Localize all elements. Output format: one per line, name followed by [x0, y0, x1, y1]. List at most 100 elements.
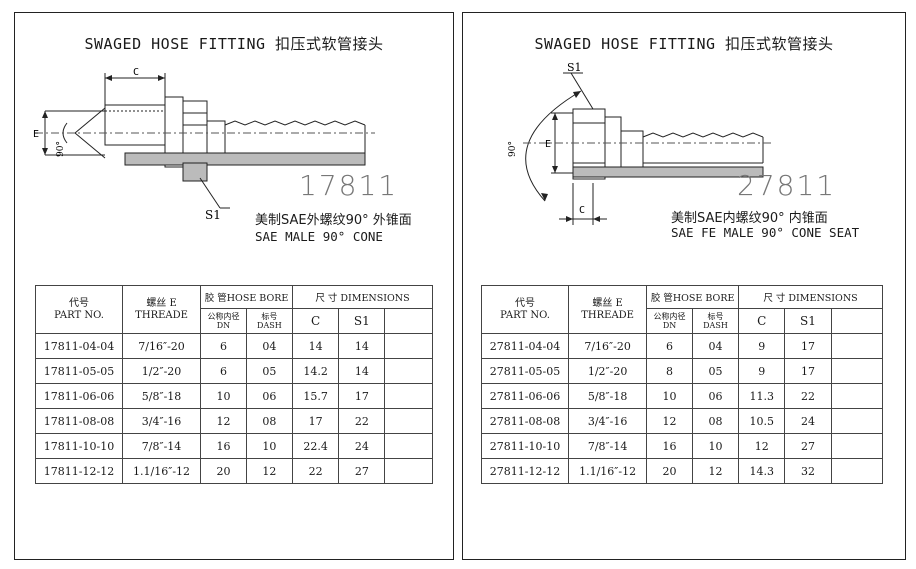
table-cell: 1/2″-20 — [121, 358, 202, 384]
table-cell: 27 — [784, 433, 832, 459]
table-cell: 27811-05-05 — [480, 358, 570, 384]
part-code: 27811 — [737, 169, 837, 202]
table-cell: 20 — [646, 458, 693, 484]
table-cell: 15.7 — [291, 383, 340, 409]
table-cell: 17811-12-12 — [35, 458, 123, 484]
table-cell: 14 — [338, 333, 386, 359]
table-cell: 1.1/16″-12 — [121, 458, 202, 484]
table-cell — [830, 408, 883, 434]
table-cell: 32 — [784, 458, 832, 484]
table-cell: 5/8″-18 — [121, 383, 202, 409]
table-cell — [384, 358, 433, 384]
table-cell: 14 — [291, 333, 340, 359]
table-cell: 12 — [245, 458, 293, 484]
table-cell — [830, 433, 883, 459]
catalog-sheet-27811: SWAGED HOSE FITTING 扣压式软管接头 — [462, 12, 906, 560]
table-cell: 10 — [691, 433, 740, 459]
dim-label-c: C — [579, 205, 585, 216]
header-blank — [830, 308, 883, 334]
table-cell — [384, 333, 433, 359]
table-cell: 14 — [338, 358, 386, 384]
table-cell: 11.3 — [738, 383, 786, 409]
table-cell: 04 — [691, 333, 740, 359]
header-s1: S1 — [338, 308, 386, 334]
table-cell: 8 — [646, 358, 693, 384]
table-cell: 27 — [338, 458, 386, 484]
table-cell: 7/8″-14 — [121, 433, 202, 459]
table-cell: 1/2″-20 — [568, 358, 648, 384]
description-en: SAE FE MALE 90° CONE SEAT — [671, 225, 860, 240]
table-cell: 7/16″-20 — [121, 333, 202, 359]
table-cell: 6 — [646, 333, 693, 359]
table-cell: 22 — [291, 458, 340, 484]
header-dimensions: 尺 寸 DIMENSIONS — [738, 285, 883, 309]
part-code: 17811 — [299, 169, 399, 202]
table-cell: 27811-08-08 — [480, 408, 570, 434]
table-cell: 6 — [200, 333, 247, 359]
table-cell: 17811-05-05 — [35, 358, 123, 384]
header-c: C — [291, 308, 340, 334]
description-cn: 美制SAE内螺纹90° 内锥面 — [671, 211, 828, 226]
table-cell: 27811-10-10 — [480, 433, 570, 459]
dim-label-angle: 90° — [508, 141, 518, 157]
sheet-title: SWAGED HOSE FITTING 扣压式软管接头 — [534, 35, 834, 53]
table-cell: 05 — [691, 358, 740, 384]
table-cell: 17 — [338, 383, 386, 409]
table-cell: 7/8″-14 — [568, 433, 648, 459]
table-cell: 27811-12-12 — [480, 458, 570, 484]
table-cell: 08 — [691, 408, 740, 434]
table-cell: 22.4 — [291, 433, 340, 459]
header-c: C — [738, 308, 786, 334]
fitting-drawing-male-cone: C E 90° S1 — [33, 67, 375, 222]
table-cell: 10 — [646, 383, 693, 409]
table-cell: 06 — [691, 383, 740, 409]
sheet-title: SWAGED HOSE FITTING 扣压式软管接头 — [84, 35, 384, 53]
table-cell: 12 — [646, 408, 693, 434]
header-hose-bore: 胶 管HOSE BORE — [200, 285, 293, 309]
table-cell: 9 — [738, 358, 786, 384]
table-cell: 3/4″-16 — [568, 408, 648, 434]
header-hose-bore: 胶 管HOSE BORE — [646, 285, 740, 309]
table-cell — [830, 358, 883, 384]
dim-label-e: E — [33, 129, 39, 140]
table-cell: 17 — [784, 333, 832, 359]
table-cell: 10.5 — [738, 408, 786, 434]
dim-label-s1: S1 — [205, 208, 221, 222]
table-cell: 24 — [784, 408, 832, 434]
table-cell: 06 — [245, 383, 293, 409]
header-s1: S1 — [784, 308, 832, 334]
table-cell — [384, 408, 433, 434]
table-cell: 17 — [784, 358, 832, 384]
table-cell: 04 — [245, 333, 293, 359]
table-cell: 12 — [691, 458, 740, 484]
table-cell: 17811-10-10 — [35, 433, 123, 459]
table-cell: 7/16″-20 — [568, 333, 648, 359]
table-cell: 10 — [245, 433, 293, 459]
table-cell: 10 — [200, 383, 247, 409]
table-cell: 12 — [200, 408, 247, 434]
table-cell: 6 — [200, 358, 247, 384]
table-cell: 27811-06-06 — [480, 383, 570, 409]
description-en: SAE MALE 90° CONE — [255, 229, 383, 244]
table-cell: 14.2 — [291, 358, 340, 384]
dim-label-s1: S1 — [567, 61, 582, 74]
table-cell: 27811-04-04 — [480, 333, 570, 359]
header-blank — [384, 308, 433, 334]
table-cell: 5/8″-18 — [568, 383, 648, 409]
table-cell: 3/4″-16 — [121, 408, 202, 434]
